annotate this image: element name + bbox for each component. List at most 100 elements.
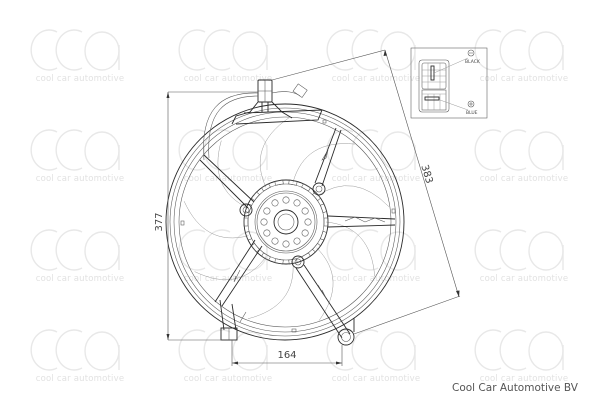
wire-harness [203, 83, 308, 161]
watermark: cool car automotive [474, 329, 569, 384]
vent-hole [271, 199, 279, 207]
vent-hole [260, 218, 268, 226]
fan-blade [316, 185, 390, 207]
dimension-height: 377 [154, 91, 258, 341]
hub-ring-cells [243, 179, 329, 265]
vent-hole [282, 240, 290, 248]
watermark: cool car automotive [326, 229, 421, 284]
watermark: cool car automotive [326, 129, 421, 184]
hub-cell [243, 217, 249, 227]
dimension-bottom-width-label: 164 [277, 350, 296, 361]
ring-clips [180, 119, 396, 333]
top-mounting-bracket [231, 79, 323, 125]
hub-cell [323, 217, 329, 227]
watermark: cool car automotive [326, 329, 421, 384]
shroud-ring-3 [173, 111, 397, 333]
dimension-diagonal-label: 383 [418, 164, 434, 185]
watermark-text: cool car automotive [184, 74, 273, 84]
watermark-text: cool car automotive [480, 274, 569, 284]
dimension-height-label: 377 [154, 212, 165, 231]
watermark: cool car automotive [178, 29, 273, 84]
hub-cell [244, 203, 252, 214]
hub-center-inner [277, 213, 295, 231]
hub-cell [320, 203, 328, 214]
bottom-left-foot [219, 299, 247, 341]
vent-hole [293, 199, 301, 207]
fan-blade [183, 201, 249, 239]
shroud-inner-ring [178, 116, 392, 328]
watermark: cool car automotive [30, 29, 125, 84]
hub-cell [250, 191, 260, 202]
fan-blade [316, 247, 334, 321]
watermark-text: cool car automotive [480, 74, 569, 84]
mount-boss-top-right [312, 182, 326, 196]
watermark-text: cool car automotive [332, 374, 421, 384]
vent-hole [301, 207, 309, 215]
hub-cell [274, 258, 284, 265]
vent-hole [301, 229, 309, 237]
fan-assembly [165, 79, 405, 346]
hub-cell [320, 230, 328, 241]
fan-blades [183, 117, 390, 321]
vent-hole [293, 237, 301, 245]
mount-boss-bottom [291, 255, 305, 269]
fan-blade [247, 261, 294, 320]
watermark: cool car automotive [178, 329, 273, 384]
pin-label-blue: BLUE [466, 110, 478, 116]
watermark-text: cool car automotive [480, 174, 569, 184]
watermark: cool car automotive [326, 29, 421, 84]
brand-name: Cool Car Automotive BV [452, 382, 578, 394]
watermark-text: cool car automotive [332, 74, 421, 84]
hub-cell [261, 183, 271, 192]
watermark-text: cool car automotive [184, 374, 273, 384]
watermark: cool car automotive [30, 229, 125, 284]
watermark-grid: cool car automotive cool car automotive co… [30, 29, 569, 384]
vent-hole [282, 196, 290, 204]
watermark: cool car automotive [30, 329, 125, 384]
plus-icon [467, 100, 475, 108]
watermark-text: cool car automotive [332, 274, 421, 284]
watermark: cool car automotive [474, 129, 569, 184]
vent-hole [304, 218, 312, 226]
vent-hole [263, 229, 271, 237]
shroud-ring-2 [169, 107, 401, 337]
hub-cell [312, 242, 322, 253]
hub-cell [244, 230, 252, 241]
watermark: cool car automotive [178, 229, 273, 284]
vent-hole [263, 207, 271, 215]
dimension-diagonal: 383 [271, 49, 461, 335]
watermark-text: cool car automotive [184, 274, 273, 284]
watermark-text: cool car automotive [36, 374, 125, 384]
minus-icon [467, 49, 475, 57]
watermark-text: cool car automotive [332, 174, 421, 184]
watermark: cool car automotive [474, 229, 569, 284]
connector-detail-inset: BLACK BLUE [410, 47, 488, 119]
hub-cell [288, 179, 298, 186]
hub-center-outer [273, 209, 299, 235]
hub-cell [301, 183, 311, 192]
motor-hub [239, 179, 329, 269]
fan-blade [259, 117, 289, 188]
hub-cell [261, 252, 271, 261]
dimension-bottom-width: 164 [231, 340, 343, 366]
watermark-text: cool car automotive [36, 274, 125, 284]
watermark-text: cool car automotive [184, 174, 273, 184]
watermark-text: cool car automotive [36, 74, 125, 84]
shroud-outer-ring [165, 103, 405, 341]
fan-blade [325, 221, 375, 277]
watermark-text: cool car automotive [36, 174, 125, 184]
mount-boss-left [239, 203, 253, 217]
fan-blade [292, 143, 355, 183]
pin-label-black: BLACK [465, 59, 481, 65]
hub-cell [274, 179, 284, 186]
bottom-right-lug [337, 318, 355, 346]
wire-connector-plug [292, 83, 308, 98]
watermark: cool car automotive [30, 129, 125, 184]
support-struts [199, 127, 396, 339]
watermark: cool car automotive [474, 29, 569, 84]
hub-vent-holes [260, 196, 312, 248]
watermark-text: cool car automotive [480, 374, 569, 384]
vent-hole [271, 237, 279, 245]
hub-cell [250, 242, 260, 253]
